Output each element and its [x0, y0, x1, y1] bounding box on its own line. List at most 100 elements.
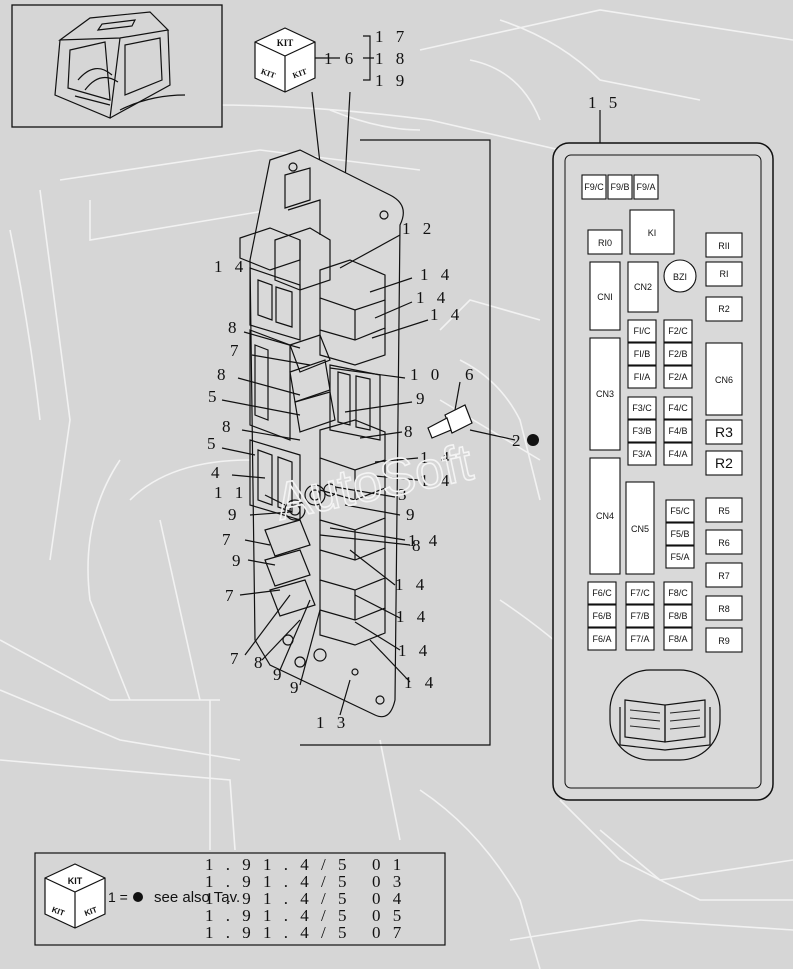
- fuse-F7B: F7/B: [630, 611, 649, 621]
- fuse-panel-plate: [239, 149, 404, 718]
- relay-RII: RII: [718, 241, 730, 251]
- svg-text:KIT: KIT: [51, 905, 66, 918]
- relay-KI: KI: [648, 228, 657, 238]
- manual-book-icon: [609, 669, 721, 761]
- fuse-F8B: F8/B: [668, 611, 687, 621]
- callout-14-k: 1 4: [404, 673, 437, 692]
- fuse-F2C: F2/C: [668, 326, 688, 336]
- legend-suffix-3: 0 4: [372, 889, 405, 908]
- callout-14-b: 1 4: [420, 265, 453, 284]
- callout-13: 1 3: [316, 713, 349, 732]
- callout-14-a: 1 4: [214, 257, 247, 276]
- fuse-F8A: F8/A: [668, 634, 687, 644]
- callout-2: 2: [512, 431, 525, 450]
- connector-CN2: CN2: [634, 282, 652, 292]
- callout-9-e: 9: [273, 665, 286, 684]
- callout-5-b: 5: [207, 434, 220, 453]
- relay-RI0: RI0: [598, 238, 612, 248]
- fuse-F9C: F9/C: [584, 182, 604, 192]
- callout-numbers: 1 2 1 4 1 4 1 4 1 4 8 7 1 0 6 8 5 9 8 8 …: [207, 93, 621, 732]
- relay-R2-b: R2: [715, 455, 733, 471]
- callout-14-i: 1 4: [396, 607, 429, 626]
- connector-CN4: CN4: [596, 511, 614, 521]
- legend-ref-1: 1 . 9 1 . 4 / 5: [205, 855, 350, 874]
- fuse-F8C: F8/C: [668, 588, 688, 598]
- legend-ref-4: 1 . 9 1 . 4 / 5: [205, 906, 350, 925]
- callout-14-e: 1 4: [420, 448, 453, 467]
- legend-suffix-2: 0 3: [372, 872, 405, 891]
- legend-see-also: see also Tav.: [154, 889, 240, 906]
- callout-15: 1 5: [588, 93, 621, 112]
- cab-thumbnail: [11, 4, 223, 128]
- legend-note: 1 =: [108, 889, 128, 905]
- buzzer-BZI: BZI: [673, 272, 687, 282]
- kit-legend: KIT KIT KIT 1 = see also Tav. 1 . 9 1 . …: [34, 852, 446, 946]
- fuse-F4C: F4/C: [668, 403, 688, 413]
- callout-9-b: 9: [228, 505, 241, 524]
- callout-14-h: 1 4: [395, 575, 428, 594]
- kit-cube-top: KIT KIT KIT: [254, 27, 316, 93]
- fuse-F4A: F4/A: [668, 449, 687, 459]
- legend-suffix-5: 0 7: [372, 923, 405, 942]
- fuse-F9A: F9/A: [636, 182, 655, 192]
- callout-18: 1 8: [375, 49, 408, 68]
- kit-label-top: KIT: [277, 38, 294, 48]
- background-cab-outline: [0, 9, 793, 969]
- legend-ref-3: 1 . 9 1 . 4 / 5: [205, 889, 350, 908]
- legend-kit-label: KIT: [68, 876, 83, 886]
- callout-4: 4: [211, 463, 224, 482]
- callout-7-d: 7: [230, 649, 243, 668]
- callout-9-c: 9: [406, 505, 419, 524]
- callout-14-c: 1 4: [416, 288, 449, 307]
- callout-7-c: 7: [225, 586, 238, 605]
- callout-3: 3: [398, 485, 411, 504]
- kit-dot-marker: [527, 434, 539, 446]
- fuse-F5B: F5/B: [670, 529, 689, 539]
- legend-suffix-1: 0 1: [372, 855, 405, 874]
- callout-14-f: 1 4: [420, 471, 453, 490]
- frame-line: [300, 139, 491, 746]
- fuse-F3C: F3/C: [632, 403, 652, 413]
- callout-7-b: 7: [222, 530, 235, 549]
- callout-9-a: 9: [416, 389, 429, 408]
- callout-10: 1 0: [410, 365, 443, 384]
- callout-5-a: 5: [208, 387, 221, 406]
- fuse-F7C: F7/C: [630, 588, 650, 598]
- relay-R6: R6: [718, 538, 730, 548]
- callout-8-e: 8: [412, 536, 425, 555]
- callout-8-c: 8: [222, 417, 235, 436]
- callout-14-d: 1 4: [430, 305, 463, 324]
- fuse-F3A: F3/A: [632, 449, 651, 459]
- connector-CN6: CN6: [715, 375, 733, 385]
- relay-R8: R8: [718, 604, 730, 614]
- fuse-F6A: F6/A: [592, 634, 611, 644]
- callout-8-b: 8: [217, 365, 230, 384]
- fuse-FIC: FI/C: [634, 326, 651, 336]
- fuse-F3B: F3/B: [632, 426, 651, 436]
- relay-R2: R2: [718, 304, 730, 314]
- relay-R3: R3: [715, 424, 733, 440]
- fuse-F6B: F6/B: [592, 611, 611, 621]
- callout-6: 6: [465, 365, 478, 384]
- legend-dot: [133, 892, 143, 902]
- fuse-F5A: F5/A: [670, 552, 689, 562]
- callout-9-f: 9: [290, 678, 303, 697]
- fuse-F4B: F4/B: [668, 426, 687, 436]
- callout-12: 1 2: [402, 219, 435, 238]
- relay-RI: RI: [720, 269, 729, 279]
- connector-CN3: CN3: [596, 389, 614, 399]
- fuse-FIB: FI/B: [634, 349, 651, 359]
- kit-bracket: 1 6 1 7 1 8 1 9: [315, 27, 408, 90]
- callout-8-a: 8: [228, 318, 241, 337]
- screw-part: [427, 404, 539, 446]
- relay-R7: R7: [718, 571, 730, 581]
- connector-CNI: CNI: [597, 292, 613, 302]
- callout-16: 1 6: [324, 49, 357, 68]
- callout-17: 1 7: [375, 27, 408, 46]
- relay-R9: R9: [718, 636, 730, 646]
- callout-9-d: 9: [232, 551, 245, 570]
- fuse-F6C: F6/C: [592, 588, 612, 598]
- fuse-F9B: F9/B: [610, 182, 629, 192]
- callout-19: 1 9: [375, 71, 408, 90]
